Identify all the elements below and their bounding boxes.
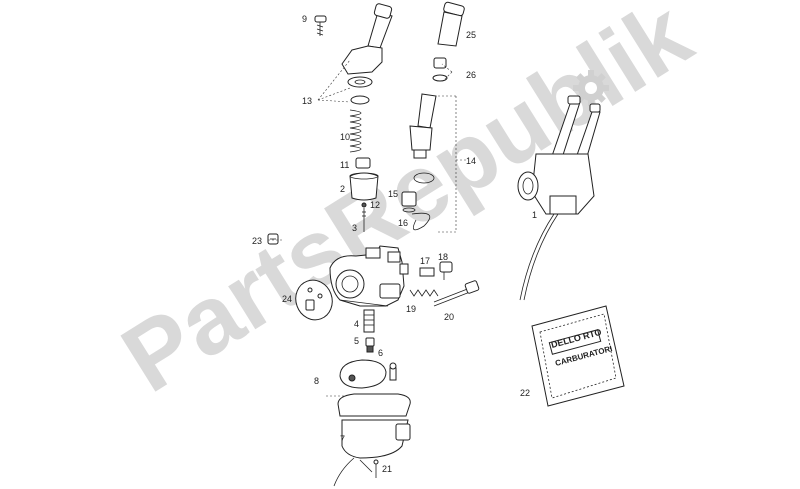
part-19-idle-spring [409, 289, 439, 297]
callout-15: 15 [388, 189, 398, 199]
callout-12: 12 [370, 200, 380, 210]
callout-17: 17 [420, 256, 430, 266]
part-15-choke [401, 191, 417, 213]
callout-3: 3 [352, 223, 357, 233]
part-6-float-needle [389, 362, 397, 381]
callout-6: 6 [378, 348, 383, 358]
callout-11: 11 [340, 160, 349, 170]
part-16-clip [411, 212, 431, 231]
part-5-main-jet [365, 337, 375, 353]
part-20-idle-screw [433, 280, 480, 307]
part-11-retainer [355, 157, 371, 169]
callout-14: 14 [466, 156, 476, 166]
part-8-float [339, 359, 387, 389]
callout-13: 13 [302, 96, 312, 106]
callout-23: 23 [252, 236, 262, 246]
callout-18: 18 [438, 252, 448, 262]
part-2-throttle-slide [349, 172, 379, 201]
callout-25: 25 [466, 30, 476, 40]
callout-26: 26 [466, 70, 476, 80]
part-9-screw [314, 15, 327, 36]
part-17-spring [419, 267, 435, 277]
part-24-diaphragm [295, 279, 333, 321]
gear-icon [573, 70, 609, 106]
part-25-cable-cap [437, 1, 465, 47]
callout-2: 2 [340, 184, 345, 194]
part-12-needle [361, 202, 367, 232]
part-10-spring [349, 109, 362, 153]
part-1-carburetor-assembly [517, 95, 601, 301]
callout-4: 4 [354, 319, 359, 329]
callout-24: 24 [282, 294, 292, 304]
part-13-cap-elbow [341, 3, 393, 105]
part-21-drain [373, 459, 379, 478]
callout-10: 10 [340, 132, 350, 142]
callout-5: 5 [354, 336, 359, 346]
leader-lines [268, 59, 453, 241]
callout-labels: 9 13 10 11 2 12 3 23 24 4 5 6 8 7 21 25 … [252, 14, 537, 474]
callout-9: 9 [302, 14, 307, 24]
callout-8: 8 [314, 376, 319, 386]
part-23-screw [267, 233, 279, 245]
callout-20: 20 [444, 312, 454, 322]
part-7-float-bowl [333, 393, 411, 487]
callout-16: 16 [398, 218, 408, 228]
carburetor-body [329, 245, 409, 307]
callout-21: 21 [382, 464, 392, 474]
callout-7: 7 [340, 434, 345, 444]
callout-22: 22 [520, 388, 530, 398]
part-4-jet-holder [363, 309, 375, 333]
callout-19: 19 [406, 304, 416, 314]
part-26-adjuster-screw [432, 57, 448, 82]
callout-1: 1 [532, 210, 537, 220]
callout-14-bracket [438, 95, 466, 233]
part-14-cable-elbow [409, 93, 437, 184]
part-18-screw [439, 261, 453, 280]
part-22-repair-kit: DELLO RTO CARBURATORI [531, 305, 625, 407]
